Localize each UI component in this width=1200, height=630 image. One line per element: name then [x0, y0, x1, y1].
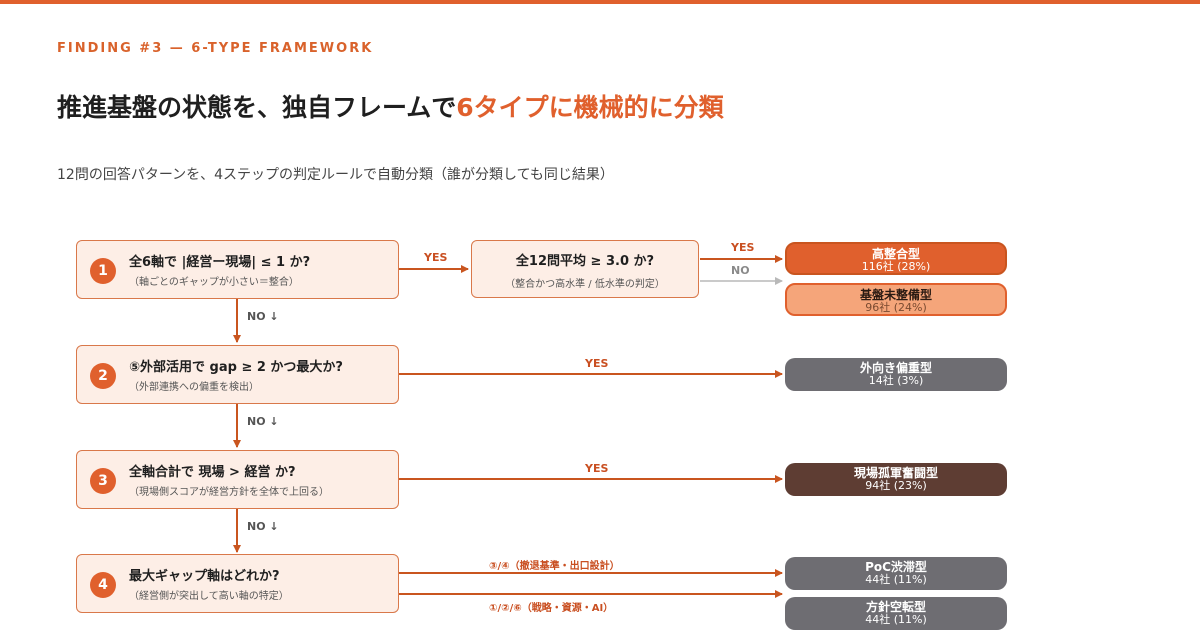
label-branch-a: ③/④（撤退基準・出口設計）	[489, 561, 620, 572]
question-subtext: （軸ごとのギャップが小さい＝整合）	[129, 277, 299, 288]
step-number: 2	[90, 363, 116, 389]
result-count: 14社 (3%)	[868, 374, 924, 387]
result-poc-congestion: PoC渋滞型 44社 (11%)	[785, 557, 1007, 590]
label-q1-yes: YES	[424, 251, 448, 264]
result-count: 94社 (23%)	[865, 479, 927, 492]
question-box-4: 4 最大ギャップ軸はどれか? （経営側が突出して高い軸の特定）	[76, 554, 399, 613]
result-count: 116社 (28%)	[861, 260, 931, 273]
page-subtitle: 12問の回答パターンを、4ステップの判定ルールで自動分類（誰が分類しても同じ結果…	[57, 167, 614, 183]
question-box-1: 1 全6軸で |経営ー現場| ≤ 1 か? （軸ごとのギャップが小さい＝整合）	[76, 240, 399, 299]
label-q2-yes: YES	[585, 357, 609, 370]
finding-eyebrow: FINDING #3 — 6-TYPE FRAMEWORK	[57, 41, 374, 56]
question-title: 全6軸で |経営ー現場| ≤ 1 か?	[129, 255, 311, 270]
result-field-solo: 現場孤軍奮闘型 94社 (23%)	[785, 463, 1007, 496]
label-check-no: NO	[731, 264, 750, 277]
title-main: 推進基盤の状態を、独自フレームで	[57, 93, 457, 122]
result-count: 96社 (24%)	[865, 301, 927, 314]
label-branch-b: ①/②/⑥（戦略・資源・AI）	[489, 603, 614, 614]
result-name: PoC渋滞型	[865, 560, 927, 574]
result-name: 外向き偏重型	[859, 361, 932, 375]
result-count: 44社 (11%)	[865, 573, 927, 586]
label-q1-no: NO ↓	[247, 310, 279, 323]
result-high-alignment: 高整合型 116社 (28%)	[785, 242, 1007, 275]
question-subtext: （現場側スコアが経営方針を全体で上回る）	[129, 487, 329, 498]
question-box-3: 3 全軸合計で 現場 > 経営 か? （現場側スコアが経営方針を全体で上回る）	[76, 450, 399, 509]
result-external-heavy: 外向き偏重型 14社 (3%)	[785, 358, 1007, 391]
result-foundation-missing: 基盤未整備型 96社 (24%)	[785, 283, 1007, 316]
question-box-2: 2 ⑤外部活用で gap ≥ 2 かつ最大か? （外部連携への偏重を検出）	[76, 345, 399, 404]
result-name: 方針空転型	[865, 600, 926, 614]
question-title: 全軸合計で 現場 > 経営 か?	[129, 465, 296, 480]
page-title: 推進基盤の状態を、独自フレームで6タイプに機械的に分類	[57, 88, 724, 124]
label-check-yes: YES	[731, 241, 755, 254]
check-title: 全12問平均 ≥ 3.0 か?	[515, 254, 655, 269]
top-accent-bar	[0, 0, 1200, 4]
result-count: 44社 (11%)	[865, 613, 927, 626]
average-check-box: 全12問平均 ≥ 3.0 か? （整合かつ高水準 / 低水準の判定）	[471, 240, 699, 298]
step-number: 1	[90, 258, 116, 284]
question-title: 最大ギャップ軸はどれか?	[129, 569, 280, 584]
label-q3-no: NO ↓	[247, 520, 279, 533]
question-subtext: （外部連携への偏重を検出）	[129, 382, 259, 393]
question-subtext: （経営側が突出して高い軸の特定）	[129, 591, 289, 602]
title-highlight: 6タイプに機械的に分類	[456, 93, 724, 122]
step-number: 3	[90, 468, 116, 494]
result-name: 高整合型	[871, 247, 920, 261]
result-policy-idle: 方針空転型 44社 (11%)	[785, 597, 1007, 630]
step-number: 4	[90, 572, 116, 598]
label-q2-no: NO ↓	[247, 415, 279, 428]
check-subtext: （整合かつ高水準 / 低水準の判定）	[505, 279, 665, 290]
label-q3-yes: YES	[585, 462, 609, 475]
result-name: 現場孤軍奮闘型	[853, 466, 938, 480]
question-title: ⑤外部活用で gap ≥ 2 かつ最大か?	[129, 360, 343, 375]
result-name: 基盤未整備型	[859, 288, 932, 302]
